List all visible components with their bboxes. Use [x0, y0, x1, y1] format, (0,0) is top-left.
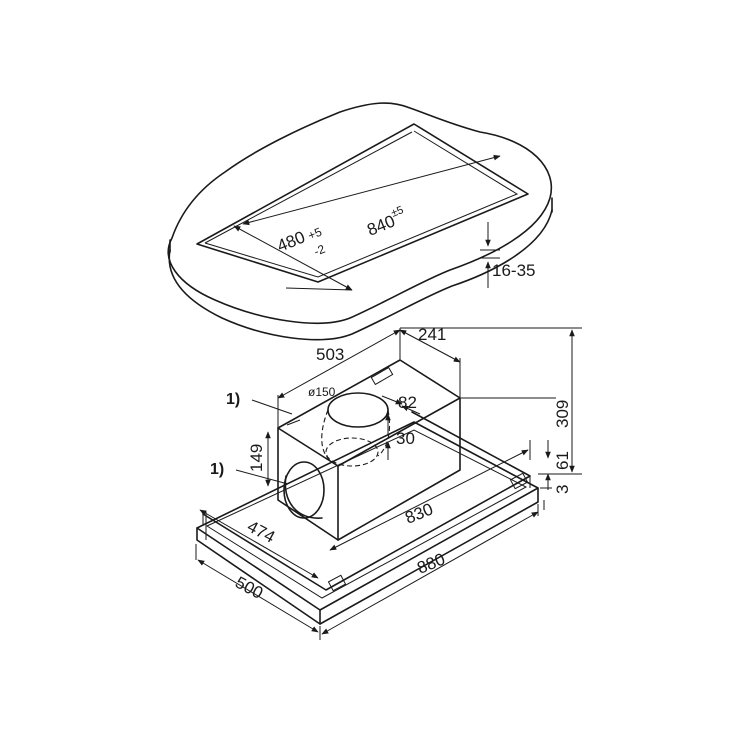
side-outlet-height-label: 149	[247, 444, 266, 472]
worktop	[167, 102, 553, 341]
cutout-depth-label: 480	[274, 227, 307, 255]
duct-diameter-label: ø150	[308, 385, 336, 399]
worktop-thickness-label: 16-35	[492, 261, 535, 280]
cutout-width-label: 840±5	[363, 204, 409, 240]
callout-side-outlet: 1)	[210, 461, 224, 478]
plate-thickness-label: 3	[553, 485, 572, 494]
box-depth-label: 241	[418, 325, 446, 344]
hood-dimensions: 503 241 ø150 82 30 149 1) 1) 830 474 880	[195, 325, 582, 640]
duct-offset-y-label: 30	[396, 429, 415, 448]
frame-height-label: 61	[553, 451, 572, 470]
inner-width-label: 830	[402, 499, 435, 527]
callout-top-duct: 1)	[226, 391, 240, 408]
box-width-label: 503	[316, 345, 344, 364]
cutout-depth-tol-upper: +5	[306, 225, 324, 243]
total-height-label: 309	[553, 400, 572, 428]
duct-offset-x-label: 82	[398, 393, 417, 412]
cutout-depth-tol-lower: -2	[312, 242, 327, 259]
